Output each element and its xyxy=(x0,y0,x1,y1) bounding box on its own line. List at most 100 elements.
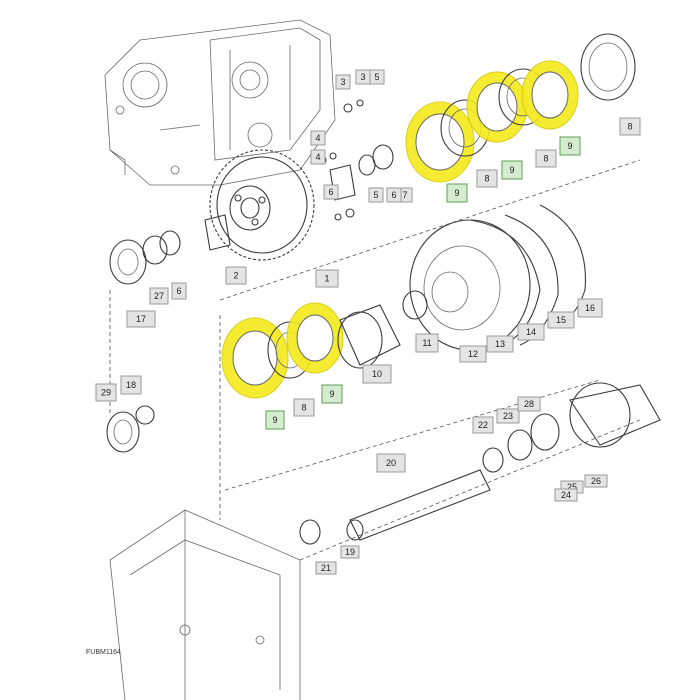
bearing-set-left xyxy=(109,230,181,285)
callout-box xyxy=(619,117,641,136)
callout-6: 6 xyxy=(386,187,402,203)
callout-16: 16 xyxy=(577,298,603,318)
callout-number: 24 xyxy=(561,490,571,500)
callout-number: 1 xyxy=(324,274,329,284)
clutch-pack-lower xyxy=(221,302,401,399)
callout-box xyxy=(501,160,523,180)
callout-number: 12 xyxy=(468,349,478,359)
callout-number: 5 xyxy=(374,72,379,82)
callout-9-highlighted: 9 xyxy=(559,136,581,156)
callout-20: 20 xyxy=(376,453,406,473)
callout-number: 9 xyxy=(567,141,572,151)
callout-box xyxy=(517,396,541,412)
callout-box xyxy=(386,187,402,203)
callout-15: 15 xyxy=(547,311,575,329)
callout-4: 4 xyxy=(310,149,326,165)
callout-box xyxy=(171,282,187,300)
callout-21: 21 xyxy=(315,561,337,575)
callout-9-highlighted: 9 xyxy=(321,384,343,404)
callout-1: 1 xyxy=(315,269,339,288)
callout-24: 24 xyxy=(554,488,578,502)
callout-box xyxy=(323,184,339,200)
callout-6: 6 xyxy=(323,184,339,200)
callout-box xyxy=(120,375,142,395)
callout-number: 25 xyxy=(567,482,577,492)
callout-22: 22 xyxy=(472,416,494,434)
figure-id: FUBM1164 xyxy=(86,649,121,656)
callout-number: 21 xyxy=(321,563,331,573)
callout-8: 8 xyxy=(293,398,315,417)
callout-box xyxy=(126,310,156,328)
oil-pan xyxy=(109,509,301,700)
callout-number: 14 xyxy=(526,327,536,337)
callout-9-highlighted: 9 xyxy=(265,410,285,430)
callout-box xyxy=(355,69,371,85)
callout-number: 3 xyxy=(360,72,365,82)
callout-number: 4 xyxy=(315,133,320,143)
callout-box xyxy=(446,183,468,203)
callout-number: 6 xyxy=(328,187,333,197)
callout-10: 10 xyxy=(362,364,392,384)
callout-number: 27 xyxy=(154,291,164,301)
callout-number: 22 xyxy=(478,420,488,430)
callout-17: 17 xyxy=(126,310,156,328)
callout-5: 5 xyxy=(368,187,384,203)
callout-box xyxy=(486,335,514,353)
callout-box xyxy=(459,345,487,363)
callout-27: 27 xyxy=(149,287,169,305)
callout-number: 19 xyxy=(345,547,355,557)
callout-box xyxy=(476,169,498,188)
callout-box xyxy=(315,269,339,288)
callout-box xyxy=(310,130,326,146)
callout-box xyxy=(415,333,439,353)
callout-box xyxy=(577,298,603,318)
callout-number: 29 xyxy=(101,388,111,398)
callout-23: 23 xyxy=(496,408,520,424)
output-shaft xyxy=(299,382,661,545)
callout-18: 18 xyxy=(120,375,142,395)
callout-6: 6 xyxy=(171,282,187,300)
callout-number: 5 xyxy=(373,190,378,200)
callout-3: 3 xyxy=(335,74,351,90)
callout-19: 19 xyxy=(340,545,360,559)
callout-number: 18 xyxy=(126,380,136,390)
callout-box xyxy=(335,74,351,90)
callout-number: 15 xyxy=(556,315,566,325)
callout-box xyxy=(340,545,360,559)
callout-box xyxy=(559,136,581,156)
callout-9-highlighted: 9 xyxy=(501,160,523,180)
callout-box xyxy=(554,488,578,502)
callout-number: 8 xyxy=(543,154,548,164)
callout-box xyxy=(368,187,384,203)
callout-8: 8 xyxy=(619,117,641,136)
callout-number: 13 xyxy=(495,339,505,349)
callout-box xyxy=(265,410,285,430)
callout-number: 8 xyxy=(484,174,489,184)
callout-12: 12 xyxy=(459,345,487,363)
callout-number: 4 xyxy=(315,152,320,162)
callout-number: 17 xyxy=(136,314,146,324)
callout-box xyxy=(321,384,343,404)
callout-number: 9 xyxy=(329,389,334,399)
callout-number: 23 xyxy=(503,411,513,421)
callout-29: 29 xyxy=(95,383,117,402)
callout-box xyxy=(149,287,169,305)
callout-box xyxy=(376,453,406,473)
callout-number: 8 xyxy=(301,403,306,413)
callout-number: 2 xyxy=(233,271,238,281)
callout-26: 26 xyxy=(584,474,608,488)
callout-number: 16 xyxy=(585,303,595,313)
callout-number: 11 xyxy=(422,338,431,348)
callout-number: 3 xyxy=(340,77,345,87)
callout-box xyxy=(225,266,247,285)
callout-11: 11 xyxy=(415,333,439,353)
callout-2: 2 xyxy=(225,266,247,285)
callout-13: 13 xyxy=(486,335,514,353)
callout-number: 28 xyxy=(524,399,534,409)
callout-box xyxy=(535,149,557,168)
clutch-pack-upper xyxy=(405,33,636,183)
callout-box xyxy=(293,398,315,417)
callout-28: 28 xyxy=(517,396,541,412)
bearing-left-lower xyxy=(106,405,155,453)
